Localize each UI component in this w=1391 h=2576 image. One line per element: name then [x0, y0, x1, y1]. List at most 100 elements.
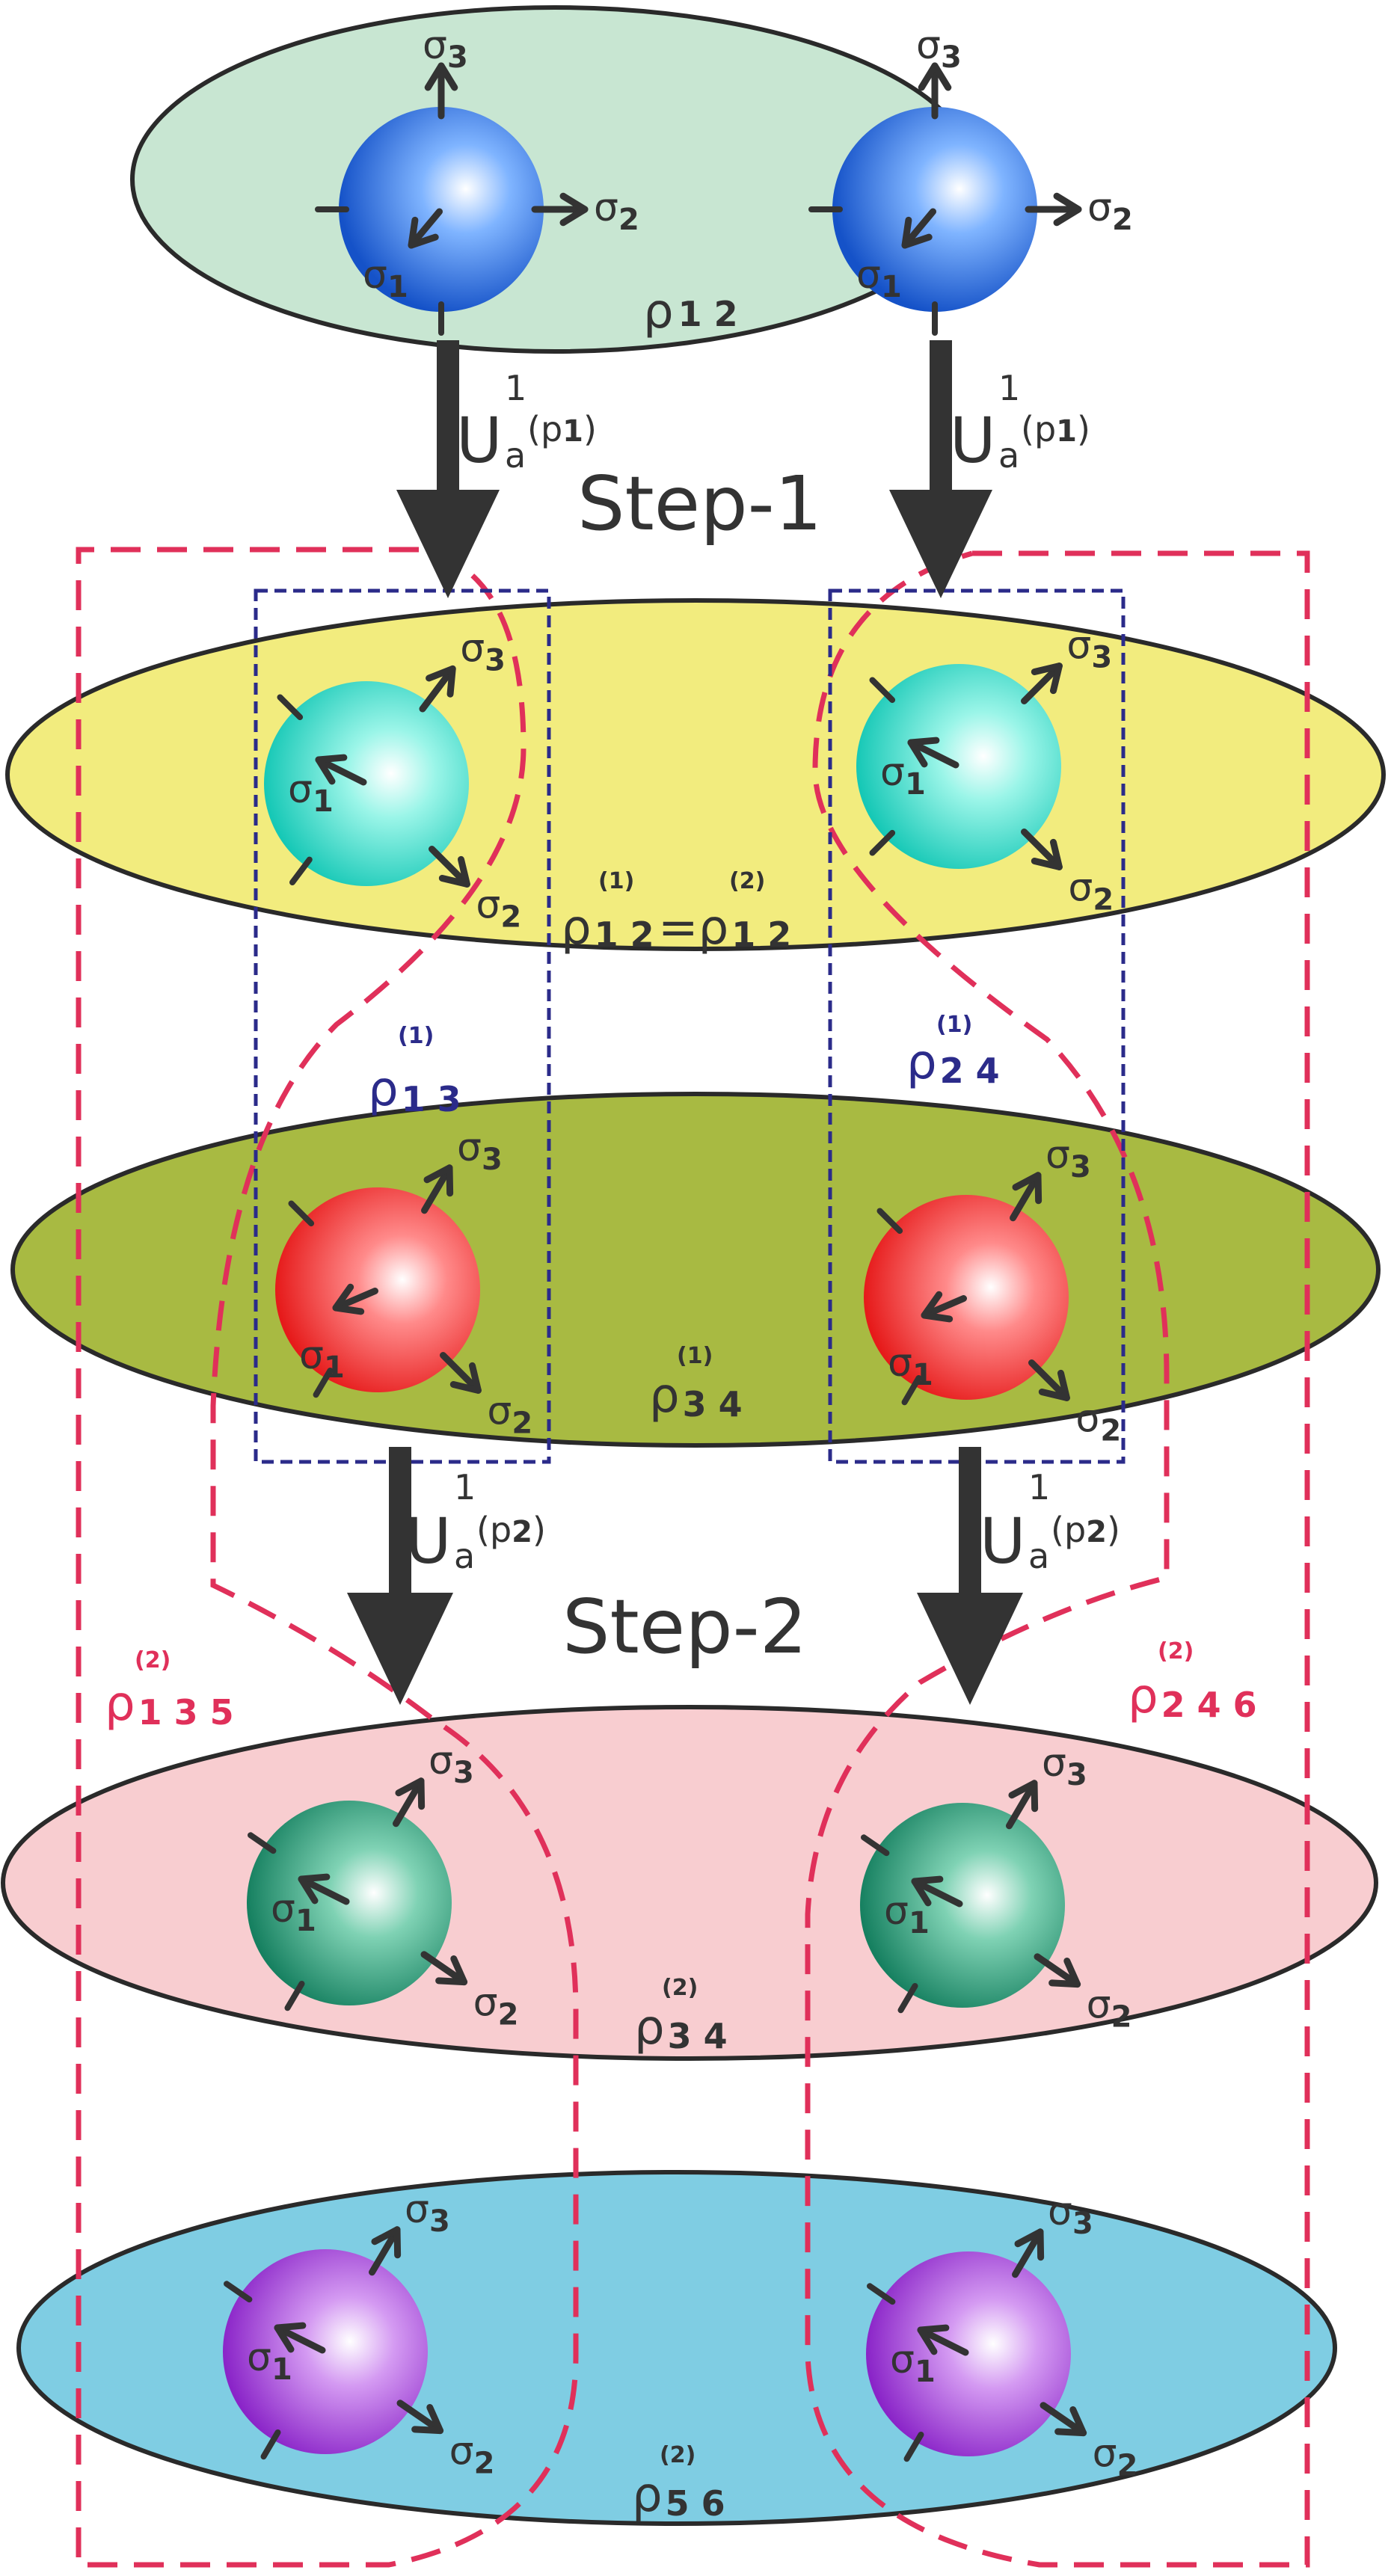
- sigma3-arrow: [369, 2226, 402, 2276]
- svg-text:(2): (2): [135, 1647, 171, 1673]
- step1-label: Step-1: [577, 460, 822, 547]
- svg-text:a: a: [998, 435, 1019, 476]
- svg-text:ρ1 3 5: ρ1 3 5: [105, 1676, 234, 1733]
- rho-24-label: ρ2 4 (1): [906, 1012, 1000, 1091]
- label-s3: σ3: [423, 23, 468, 75]
- rho-246-region: [805, 550, 1310, 2568]
- svg-text:U: U: [980, 1504, 1025, 1578]
- label-s2: σ2: [473, 1981, 519, 2032]
- sigma3-arrow: [1006, 1780, 1039, 1830]
- label-s1: σ1: [271, 1887, 316, 1938]
- label-s1: σ1: [888, 1341, 933, 1392]
- label-s1: σ1: [288, 767, 334, 819]
- svg-text:ρ3 4: ρ3 4: [649, 1368, 743, 1424]
- sigma3-arrow: [421, 1164, 454, 1214]
- label-s3: σ3: [1042, 1741, 1087, 1792]
- axis-tick: [869, 829, 896, 856]
- svg-text:1: 1: [998, 368, 1020, 408]
- label-s2: σ2: [594, 185, 639, 237]
- svg-text:U: U: [405, 1504, 451, 1578]
- svg-text:ρ1 3: ρ1 3: [368, 1062, 461, 1119]
- axis-tick: [277, 694, 304, 721]
- axis-tick: [248, 1832, 277, 1854]
- sigma2-arrow: [1040, 2402, 1087, 2437]
- label-s2: σ2: [1075, 1396, 1121, 1448]
- svg-text:ρ1 2: ρ1 2: [561, 900, 654, 956]
- label-s1: σ1: [884, 1889, 930, 1940]
- sigma3-arrow: [419, 665, 456, 713]
- rho-135-label: ρ1 3 5 (2): [105, 1647, 234, 1733]
- svg-text:(1): (1): [398, 1023, 434, 1049]
- svg-text:(1): (1): [677, 1343, 713, 1369]
- svg-text:=ρ1 2: =ρ1 2: [658, 900, 791, 956]
- axis-tick: [869, 677, 896, 704]
- svg-text:(2): (2): [660, 2442, 696, 2468]
- svg-text:(p1): (p1): [527, 409, 597, 449]
- sigma3-arrow: [393, 1777, 426, 1828]
- layer-2-label: ρ1 2 (1) =ρ1 2 (2): [561, 868, 791, 956]
- sigma2-arrow: [420, 1951, 468, 1986]
- svg-text:ρ5 6: ρ5 6: [632, 2468, 725, 2524]
- svg-text:(p2): (p2): [1051, 1510, 1120, 1550]
- svg-text:(p1): (p1): [1021, 409, 1090, 449]
- label-s3: σ3: [457, 1125, 503, 1177]
- label-s1: σ1: [880, 750, 926, 802]
- qubit-2-layer4: σ3 σ2 σ1: [860, 1741, 1131, 2035]
- sigma2-arrow: [429, 846, 470, 888]
- rho-13-label: ρ1 3 (1): [368, 1023, 461, 1119]
- sigma2-arrow: [396, 2400, 444, 2435]
- sigma2-arrow: [1025, 192, 1082, 227]
- label-s1: σ1: [890, 2337, 936, 2389]
- axis-tick: [876, 1208, 903, 1235]
- axis-tick: [224, 2281, 253, 2303]
- layer-ellipse-2: [5, 598, 1386, 951]
- sigma1-arrow: [921, 1291, 967, 1323]
- svg-text:(2): (2): [662, 1975, 698, 2001]
- svg-text:U: U: [950, 404, 995, 477]
- svg-text:a: a: [1028, 1536, 1049, 1576]
- svg-text:(1): (1): [598, 868, 634, 894]
- svg-text:(2): (2): [1158, 1638, 1194, 1664]
- axis-tick: [288, 1200, 315, 1227]
- layer-3-label: ρ3 4 (1): [649, 1343, 743, 1424]
- axis-tick: [897, 1982, 918, 2014]
- svg-text:(2): (2): [729, 868, 765, 894]
- label-s2: σ2: [1087, 185, 1133, 237]
- axis-tick: [901, 1374, 922, 1406]
- axis-tick: [903, 2431, 924, 2462]
- label-s3: σ3: [916, 23, 962, 75]
- label-s2: σ2: [487, 1389, 532, 1440]
- axis-tick: [313, 1367, 334, 1398]
- qubit-2-layer3: σ3 σ2 σ1: [864, 1133, 1121, 1448]
- unitary-label-1-left: U 1 a (p1): [456, 368, 597, 477]
- label-s2: σ2: [476, 882, 521, 934]
- svg-text:1: 1: [1028, 1467, 1050, 1507]
- svg-text:1: 1: [505, 368, 526, 408]
- label-s2: σ2: [449, 2429, 495, 2481]
- layer-ellipse-4: [1, 1705, 1378, 2061]
- step1-arrow-left: [396, 340, 500, 598]
- label-s1: σ1: [856, 253, 902, 304]
- sigma2-arrow: [1034, 1953, 1081, 1988]
- qubit-group: σ3σ2σ1σ3σ2σ1σ3σ2σ1σ3σ2σ1σ3σ2σ1σ3σ2σ1σ3σ2…: [223, 23, 1137, 2483]
- unitary-label-2-right: U 1 a (p2): [980, 1467, 1120, 1578]
- svg-text:ρ2 4 6: ρ2 4 6: [1128, 1669, 1257, 1725]
- svg-text:1: 1: [454, 1467, 476, 1507]
- axis-tick: [861, 1834, 890, 1857]
- label-s1: σ1: [247, 2335, 292, 2387]
- sigma2-arrow: [440, 1352, 482, 1394]
- label-s2: σ2: [1087, 1983, 1132, 2035]
- sigma1-arrow: [298, 1873, 350, 1905]
- svg-text:(p2): (p2): [476, 1510, 546, 1550]
- sigma1-arrow: [315, 754, 367, 786]
- sigma3-arrow: [1012, 2228, 1045, 2278]
- label-s3: σ3: [1045, 1133, 1091, 1184]
- sigma3-arrow: [1021, 663, 1063, 704]
- sigma3-arrow: [1010, 1172, 1043, 1222]
- svg-text:U: U: [456, 404, 502, 477]
